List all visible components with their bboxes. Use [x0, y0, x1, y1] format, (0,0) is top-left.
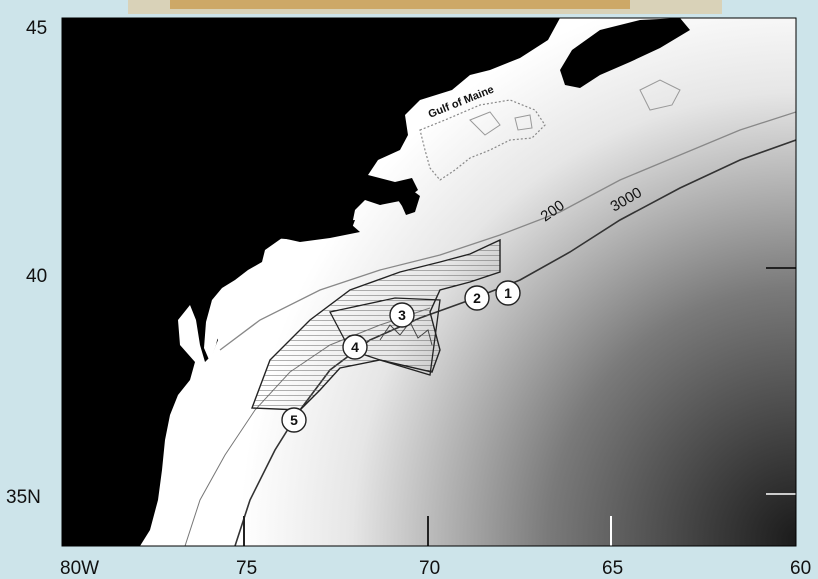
land-delmarva-inlet: [204, 300, 222, 362]
lon-label-80: 80W: [60, 558, 99, 579]
land-cape-cod: [398, 190, 420, 215]
lat-label-40: 40: [26, 266, 47, 287]
land-mainland: [62, 18, 560, 546]
lon-label-60: 60: [790, 558, 811, 579]
site-marker-4: 4: [342, 334, 368, 360]
land-nova-scotia: [560, 18, 690, 88]
site-marker-5: 5: [281, 407, 307, 433]
contour-3000: [234, 139, 796, 546]
gulf-of-maine-contour: [419, 99, 546, 181]
site-marker-3: 3: [389, 302, 415, 328]
site-label-3: 3: [398, 307, 406, 323]
map-frame: [61, 17, 797, 547]
lat-label-35: 35N: [6, 487, 41, 508]
contour-200: [219, 111, 796, 351]
top-image-strip-band: [170, 0, 630, 9]
lon-label-70: 70: [419, 558, 440, 579]
gulf-of-maine-banks: [469, 79, 681, 136]
lat-label-45: 45: [26, 18, 47, 39]
site-label-1: 1: [504, 285, 512, 301]
site-marker-2: 2: [464, 285, 490, 311]
study-region: [251, 238, 501, 411]
site-label-2: 2: [473, 290, 481, 306]
site-marker-1: 1: [495, 280, 521, 306]
land-long-island: [272, 220, 355, 240]
site-label-4: 4: [351, 339, 359, 355]
map-area: 1 2 3 4 5 200 3000 Gulf of Maine: [62, 18, 796, 546]
lon-label-65: 65: [602, 558, 623, 579]
lon-label-75: 75: [236, 558, 257, 579]
site-label-5: 5: [290, 412, 298, 428]
